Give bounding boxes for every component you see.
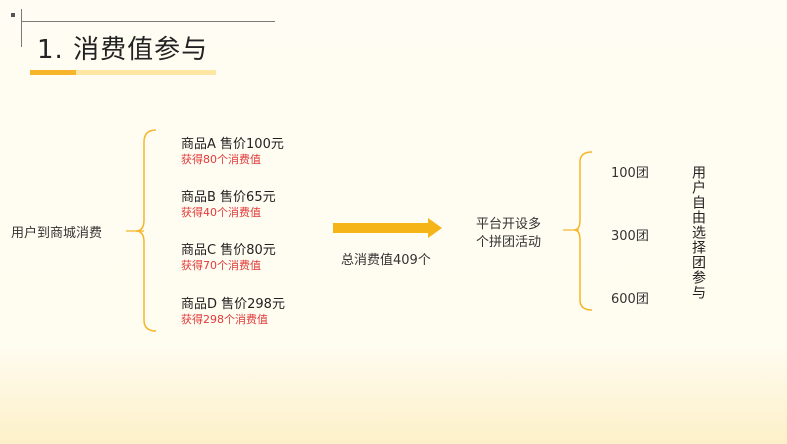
group-600: 600团: [611, 292, 649, 307]
user-choice-label: 用户自由选择团参与: [690, 165, 706, 300]
source-label: 用户到商城消费: [11, 226, 103, 241]
product-b-points: 获得40个消费值: [181, 206, 261, 219]
title-underline-accent: [30, 70, 76, 75]
header-divider-line: [21, 21, 275, 22]
product-a-points: 获得80个消费值: [181, 153, 261, 166]
groups-brace: [573, 151, 593, 311]
product-c-name: 商品C 售价80元: [181, 243, 276, 258]
product-b-name: 商品B 售价65元: [181, 190, 276, 205]
total-arrow: [333, 218, 442, 238]
platform-label-line1: 平台开设多: [476, 217, 542, 232]
product-d-points: 获得298个消费值: [181, 313, 268, 326]
page-title: 1. 消费值参与: [37, 35, 209, 65]
group-100: 100团: [611, 166, 649, 181]
title-underline-light: [30, 70, 216, 75]
product-d-name: 商品D 售价298元: [181, 297, 285, 312]
platform-label-line2: 个拼团活动: [476, 235, 542, 250]
group-300: 300团: [611, 229, 649, 244]
total-points-label: 总消费值409个: [341, 253, 431, 268]
product-c-points: 获得70个消费值: [181, 259, 261, 272]
header-corner-mark: [11, 13, 15, 17]
products-brace: [135, 129, 157, 332]
product-a-name: 商品A 售价100元: [181, 137, 284, 152]
header-vertical-line: [21, 9, 22, 47]
